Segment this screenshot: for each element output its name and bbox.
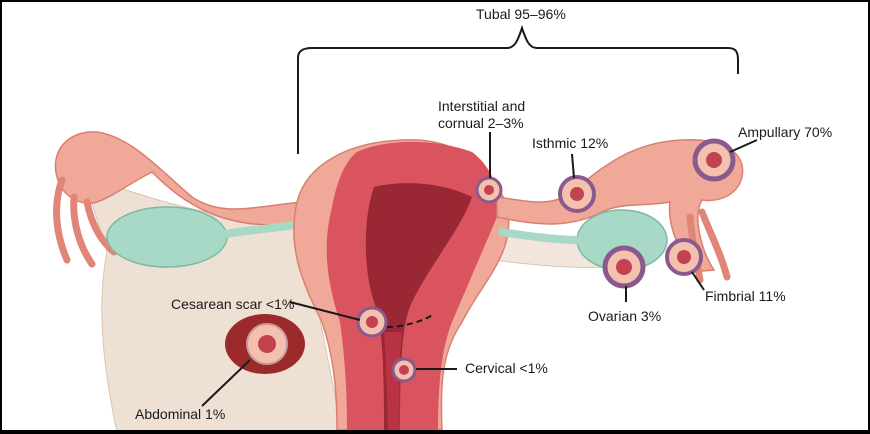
cervical-canal [384, 332, 402, 430]
implant-ovarian [602, 245, 646, 289]
implant-isthmic [558, 175, 596, 213]
label-interstitial-line1: Interstitial and [438, 98, 526, 114]
label-interstitial-line2: cornual 2–3% [438, 115, 524, 131]
label-fimbrial: Fimbrial 11% [705, 288, 786, 304]
implant-cesarean-scar [356, 306, 388, 338]
leader-lines [201, 132, 758, 407]
implant-abdominal [225, 314, 305, 374]
implant-fimbrial [665, 238, 703, 276]
label-abdominal: Abdominal 1% [135, 406, 226, 422]
tubal-bracket [297, 24, 739, 154]
cesarean-scar-line [386, 313, 435, 328]
label-ovarian: Ovarian 3% [588, 308, 662, 324]
left-ovary [106, 206, 228, 268]
left-fallopian-tube [54, 131, 303, 226]
right-ovarian-ligament [498, 228, 584, 244]
label-isthmic: Isthmic 12% [532, 135, 609, 151]
label-ampullary: Ampullary 70% [738, 124, 833, 140]
label-cervical: Cervical <1% [465, 360, 548, 376]
label-tubal: Tubal 95–96% [476, 6, 566, 22]
implant-ampullary [692, 138, 736, 182]
left-fimbriae [53, 176, 118, 268]
implant-interstitial [475, 176, 503, 204]
label-cesarean: Cesarean scar <1% [171, 296, 295, 312]
implant-cervical [391, 357, 417, 383]
